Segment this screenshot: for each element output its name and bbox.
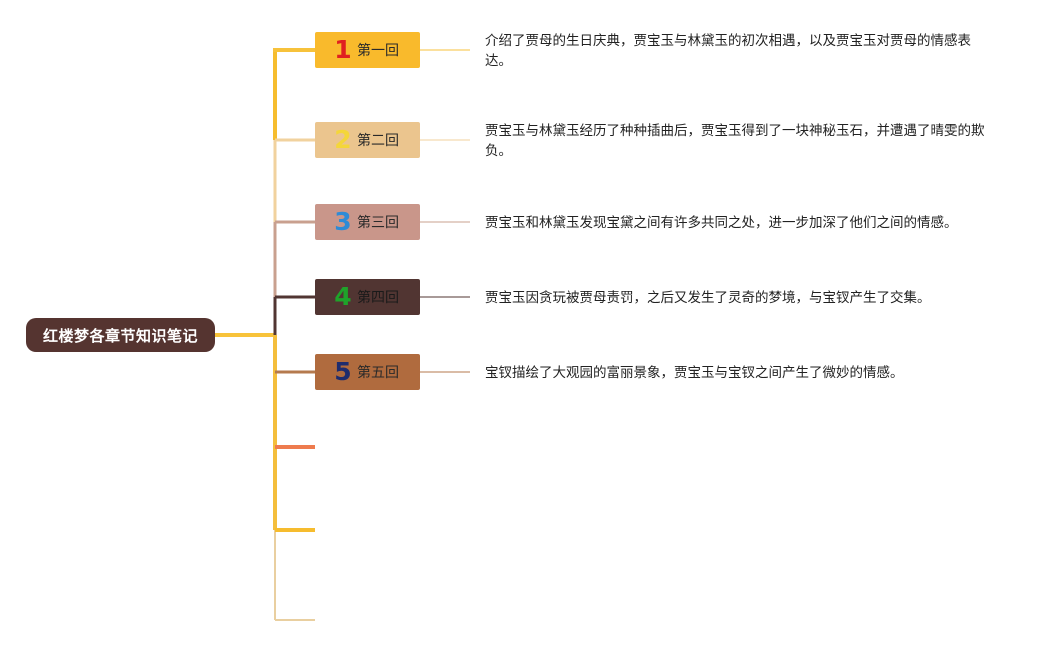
chapter-label-1: 第一回 bbox=[357, 43, 399, 59]
chapter-label-4: 第四回 bbox=[357, 290, 399, 306]
chapter-number-1: 1 bbox=[334, 35, 352, 64]
chapter-number-5: 5 bbox=[334, 357, 352, 386]
chapter-number-3: 3 bbox=[334, 207, 352, 236]
chapter-number-4: 4 bbox=[334, 282, 352, 311]
chapter-desc-1: 介绍了贾母的生日庆典，贾宝玉与林黛玉的初次相遇，以及贾宝玉对贾母的情感表达。 bbox=[485, 33, 971, 69]
root-title: 红楼梦各章节知识笔记 bbox=[42, 326, 198, 345]
chapter-node-2[interactable]: 2 第二回 bbox=[315, 122, 420, 158]
chapter-label-3: 第三回 bbox=[357, 215, 399, 231]
root-node[interactable]: 红楼梦各章节知识笔记 bbox=[26, 318, 215, 352]
chapter-node-3[interactable]: 3 第三回 bbox=[315, 204, 420, 240]
chapter-node-5[interactable]: 5 第五回 bbox=[315, 354, 420, 390]
chapter-node-4[interactable]: 4 第四回 bbox=[315, 279, 420, 315]
chapter-number-2: 2 bbox=[334, 125, 352, 154]
chapter-label-5: 第五回 bbox=[357, 365, 399, 381]
chapter-desc-5: 宝钗描绘了大观园的富丽景象，贾宝玉与宝钗之间产生了微妙的情感。 bbox=[485, 365, 904, 381]
chapter-desc-4: 贾宝玉因贪玩被贾母责罚，之后又发生了灵奇的梦境，与宝钗产生了交集。 bbox=[485, 290, 931, 306]
chapter-desc-2: 贾宝玉与林黛玉经历了种种插曲后，贾宝玉得到了一块神秘玉石，并遭遇了晴雯的欺负。 bbox=[485, 123, 985, 159]
chapter-desc-3: 贾宝玉和林黛玉发现宝黛之间有许多共同之处，进一步加深了他们之间的情感。 bbox=[485, 215, 958, 231]
chapter-node-1[interactable]: 1 第一回 bbox=[315, 32, 420, 68]
chapter-label-2: 第二回 bbox=[357, 133, 399, 149]
